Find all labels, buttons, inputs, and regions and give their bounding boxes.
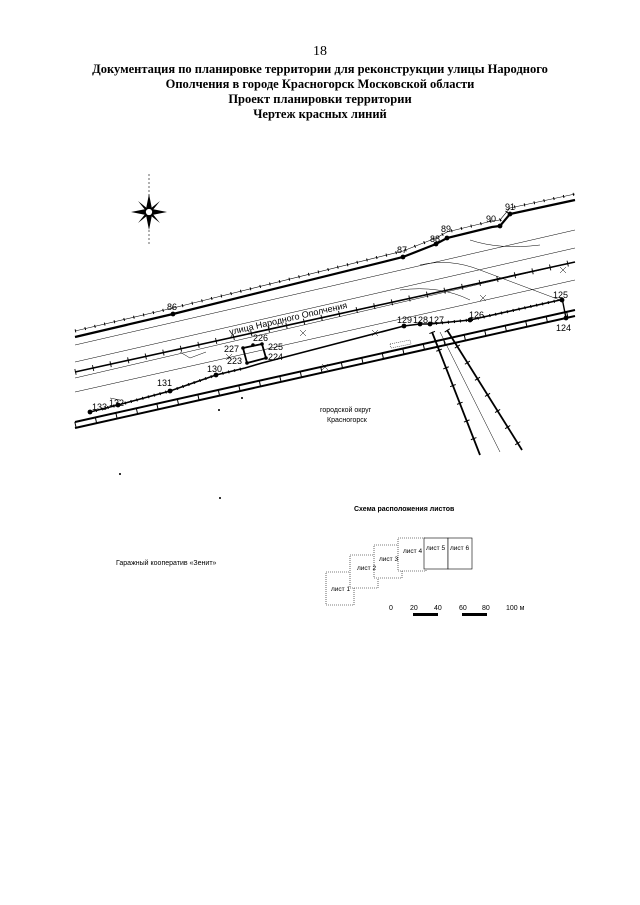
point-label-126: 126	[469, 310, 484, 320]
sheet-2-label: лист 2	[357, 565, 376, 572]
point-label-225: 225	[268, 342, 283, 352]
misc-marks	[118, 266, 567, 500]
district-label-line2: Красногорск	[327, 417, 368, 424]
north-arrow-icon	[131, 174, 167, 244]
point-label-88: 88	[430, 234, 440, 244]
point-label-130: 130	[207, 364, 222, 374]
title-line-3: Проект планировки территории	[228, 92, 412, 106]
point-label-224: 224	[268, 352, 283, 362]
sheet-5-label: лист 5	[426, 545, 445, 552]
point-markers	[87, 211, 569, 415]
scale-tick-0: 0	[389, 605, 393, 612]
point-label-133: 133	[92, 402, 107, 412]
point-label-128: 128	[413, 315, 428, 325]
district-label-line1: городской округ	[320, 406, 372, 414]
sheet-scheme	[325, 537, 473, 606]
sheet-4-label: лист 4	[403, 548, 422, 555]
lower-red-line	[74, 297, 576, 429]
point-label-129: 129	[397, 315, 412, 325]
side-road	[429, 328, 525, 457]
sheet-6-label: лист 6	[450, 545, 469, 552]
block-outline	[241, 342, 268, 365]
scale-bar	[413, 613, 487, 616]
road-outlines	[74, 229, 576, 401]
title-line-2: Ополчения в городе Красногорск Московско…	[165, 77, 475, 91]
point-label-227: 227	[224, 344, 239, 354]
point-label-131: 131	[157, 378, 172, 388]
point-label-89: 89	[441, 224, 451, 234]
point-label-87: 87	[397, 245, 407, 255]
scale-tick-80: 80	[482, 605, 490, 612]
middle-red-line	[74, 259, 576, 375]
scale-tick-60: 60	[459, 605, 467, 612]
point-label-226: 226	[253, 333, 268, 343]
point-label-86: 86	[167, 302, 177, 312]
point-label-124: 124	[556, 323, 571, 333]
sheet-1-label: лист 1	[331, 586, 350, 593]
sheet-scheme-title: Схема расположения листов	[354, 506, 455, 513]
title-line-1: Документация по планировке территории дл…	[92, 62, 548, 76]
scale-tick-100: 100 м	[506, 605, 525, 612]
sheet-3-label: лист 3	[379, 556, 398, 563]
document-title: Документация по планировке территории дл…	[60, 62, 580, 122]
scale-tick-20: 20	[410, 605, 418, 612]
point-label-91: 91	[505, 202, 515, 212]
point-label-125: 125	[553, 290, 568, 300]
garage-cooperative-label: Гаражный кооператив «Зенит»	[116, 559, 217, 567]
point-label-90: 90	[486, 214, 496, 224]
page-number: 18	[313, 44, 327, 59]
point-label-223: 223	[227, 356, 242, 366]
scale-tick-40: 40	[434, 605, 442, 612]
point-label-132: 132	[109, 398, 124, 408]
point-label-127: 127	[429, 315, 444, 325]
title-line-4: Чертеж красных линий	[253, 107, 387, 121]
